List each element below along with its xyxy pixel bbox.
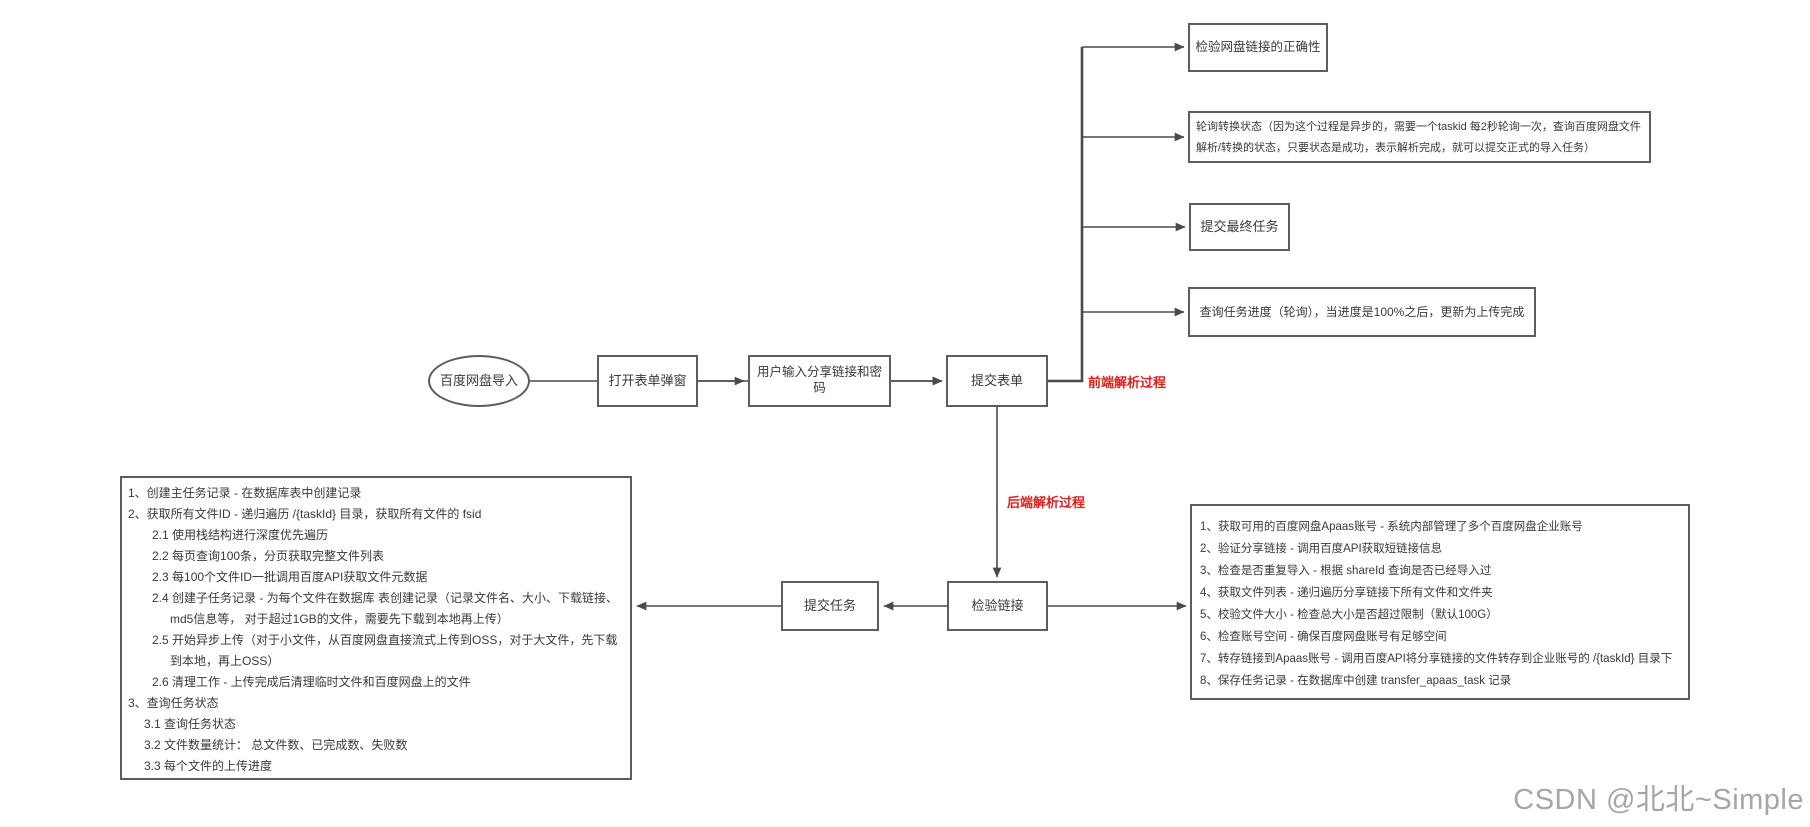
query-progress-node: 查询任务进度（轮询），当进度是100%之后，更新为上传完成 <box>1188 287 1536 337</box>
task-step-line: 3.2 文件数量统计： 总文件数、已完成数、失败数 <box>144 738 408 752</box>
check-correct-label: 检验网盘链接的正确性 <box>1195 39 1321 54</box>
task-step-line: 2.5 开始异步上传（对于小文件，从百度网盘直接流式上传到OSS，对于大文件，先… <box>152 633 618 647</box>
task-step-line: 到本地，再上OSS） <box>170 654 280 668</box>
backend-step-line: 1、获取可用的百度网盘Apaas账号 - 系统内部管理了多个百度网盘企业账号 <box>1200 521 1583 533</box>
backend-step-line: 5、校验文件大小 - 检查总大小是否超过限制（默认100G） <box>1200 609 1498 621</box>
check-correct-node: 检验网盘链接的正确性 <box>1188 23 1328 72</box>
poll-status-label: 轮询转换状态（因为这个过程是异步的，需要一个taskid 每2秒轮询一次，查询百… <box>1196 121 1641 154</box>
submit-task-label: 提交任务 <box>803 597 856 613</box>
task-step-line: md5信息等， 对于超过1GB的文件，需要先下载到本地再上传） <box>170 612 509 626</box>
submit-task-node: 提交任务 <box>781 581 879 631</box>
frontend-process-label: 前端解析过程 <box>1088 375 1167 390</box>
task-step-line: 2、获取所有文件ID - 递归遍历 /{taskId} 目录，获取所有文件的 f… <box>128 507 482 521</box>
backend-step-line: 8、保存任务记录 - 在数据库中创建 transfer_apaas_task 记… <box>1200 675 1512 687</box>
task-step-line: 2.1 使用栈结构进行深度优先遍历 <box>152 528 329 542</box>
backend-step-line: 4、获取文件列表 - 递归遍历分享链接下所有文件和文件夹 <box>1200 587 1493 599</box>
open-form-label: 打开表单弹窗 <box>608 372 687 388</box>
frontend-trunk-line <box>1048 47 1084 383</box>
task-step-line: 1、创建主任务记录 - 在数据库表中创建记录 <box>128 486 362 500</box>
task-step-line: 3.3 每个文件的上传进度 <box>144 759 273 773</box>
task-step-line: 2.3 每100个文件ID一批调用百度API获取文件元数据 <box>152 570 428 584</box>
submit-final-label: 提交最终任务 <box>1200 218 1279 234</box>
task-step-line: 2.4 创建子任务记录 - 为每个文件在数据库 表创建记录（记录文件名、大小、下… <box>152 591 619 605</box>
start-node-label: 百度网盘导入 <box>439 372 518 388</box>
backend-step-line: 3、检查是否重复导入 - 根据 shareId 查询是否已经导入过 <box>1200 565 1492 577</box>
task-step-line: 2.6 清理工作 - 上传完成后清理临时文件和百度网盘上的文件 <box>152 675 471 689</box>
task-step-line: 2.2 每页查询100条，分页获取完整文件列表 <box>152 549 385 563</box>
start-node: 百度网盘导入 <box>428 355 530 407</box>
open-form-node: 打开表单弹窗 <box>597 355 698 407</box>
input-link-label: 用户输入分享链接和密码 <box>756 365 882 395</box>
task-step-line: 3.1 查询任务状态 <box>144 717 237 731</box>
poll-status-node: 轮询转换状态（因为这个过程是异步的，需要一个taskid 每2秒轮询一次，查询百… <box>1188 111 1651 163</box>
task-step-line: 3、查询任务状态 <box>128 696 219 710</box>
backend-step-line: 6、检查账号空间 - 确保百度网盘账号有足够空间 <box>1200 631 1447 643</box>
backend-process-label: 后端解析过程 <box>1007 495 1086 510</box>
backend-step-line: 7、转存链接到Apaas账号 - 调用百度API将分享链接的文件转存到企业账号的… <box>1200 653 1673 665</box>
check-link-label: 检验链接 <box>971 597 1024 613</box>
submit-form-label: 提交表单 <box>970 372 1023 388</box>
input-link-node: 用户输入分享链接和密码 <box>748 355 891 407</box>
submit-form-node: 提交表单 <box>946 355 1048 407</box>
submit-final-node: 提交最终任务 <box>1189 203 1290 251</box>
backend-detail-box: 1、获取可用的百度网盘Apaas账号 - 系统内部管理了多个百度网盘企业账号 2、… <box>1190 504 1690 700</box>
backend-step-line: 2、验证分享链接 - 调用百度API获取短链接信息 <box>1200 543 1443 555</box>
query-progress-label: 查询任务进度（轮询），当进度是100%之后，更新为上传完成 <box>1199 304 1525 319</box>
csdn-watermark: CSDN @北北~Simple <box>1513 784 1804 816</box>
task-detail-box: 1、创建主任务记录 - 在数据库表中创建记录 2、获取所有文件ID - 递归遍历 … <box>120 476 632 780</box>
check-link-node: 检验链接 <box>947 581 1048 631</box>
